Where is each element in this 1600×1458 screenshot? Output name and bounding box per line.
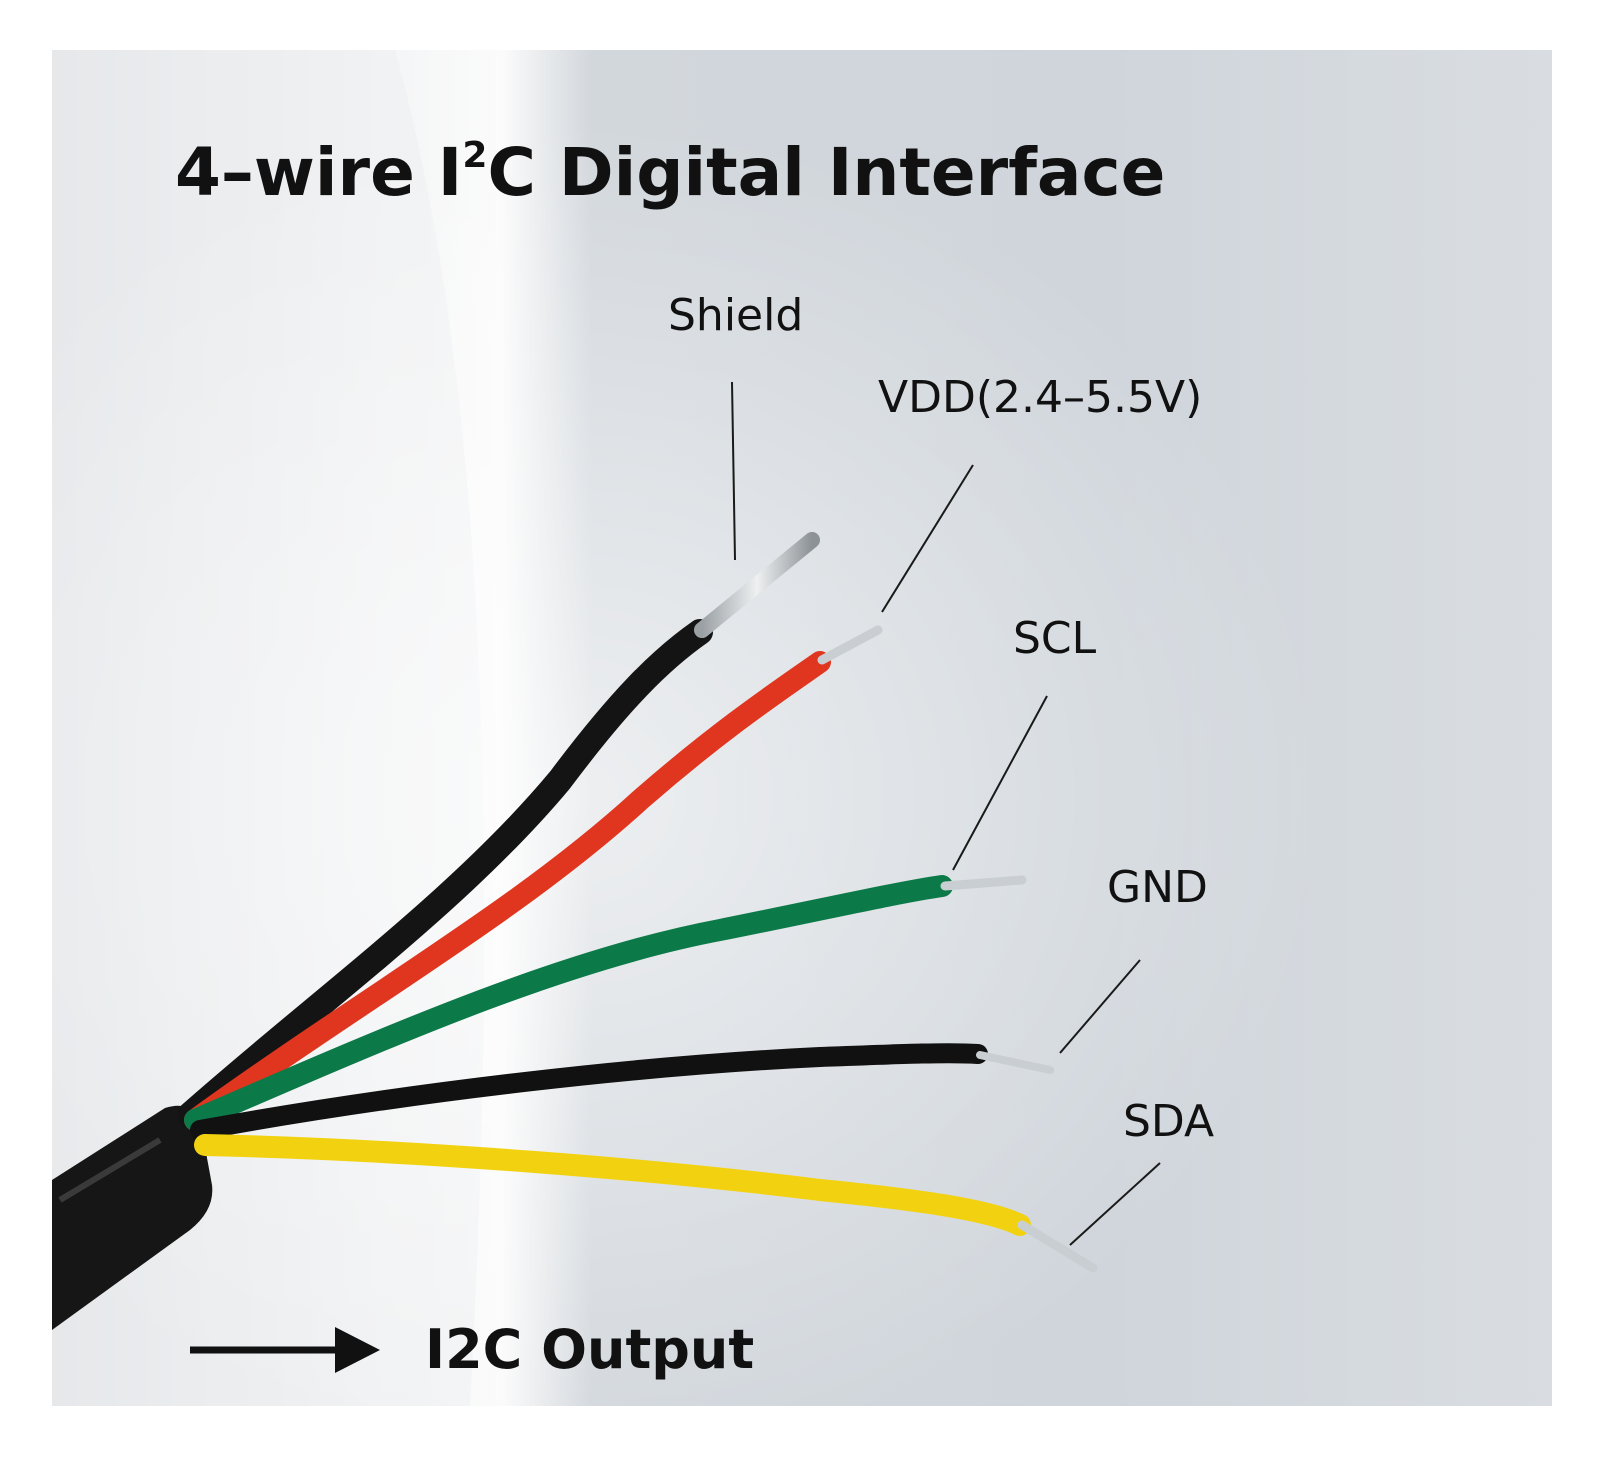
wire-scl [184,875,953,1131]
title-suffix: C Digital Interface [487,134,1165,211]
cable-jacket [52,1105,213,1330]
wire-shield [177,619,713,1128]
leader-line-sda [1069,1162,1161,1246]
cable-jacket-highlight [58,1137,162,1203]
vdd-conductor-end [817,625,883,665]
gnd-conductor-end [976,1051,1054,1074]
leader-line-shield [731,381,736,561]
output-arrow-icon [190,1327,380,1373]
leader-line-gnd [1059,959,1141,1054]
label-shield: Shield [668,290,803,341]
label-vdd: VDD(2.4–5.5V) [878,372,1202,423]
title-prefix: 4–wire I [175,134,462,211]
label-sda: SDA [1123,1096,1214,1147]
label-scl: SCL [1013,613,1097,664]
leader-line-vdd [881,464,974,613]
scl-conductor-end [940,875,1027,891]
wire-sda [194,1134,1031,1236]
label-gnd: GND [1107,862,1208,913]
shield-braid-end [694,532,820,638]
wire-vdd [184,651,831,1131]
title-superscript: 2 [462,135,487,176]
background-glow [52,50,1552,1406]
sda-conductor-end [1017,1220,1098,1273]
diagram-title: 4–wire I2C Digital Interface [175,134,1165,211]
output-label: I2C Output [425,1318,754,1381]
wire-gnd [190,1043,988,1140]
leader-line-scl [952,695,1048,871]
